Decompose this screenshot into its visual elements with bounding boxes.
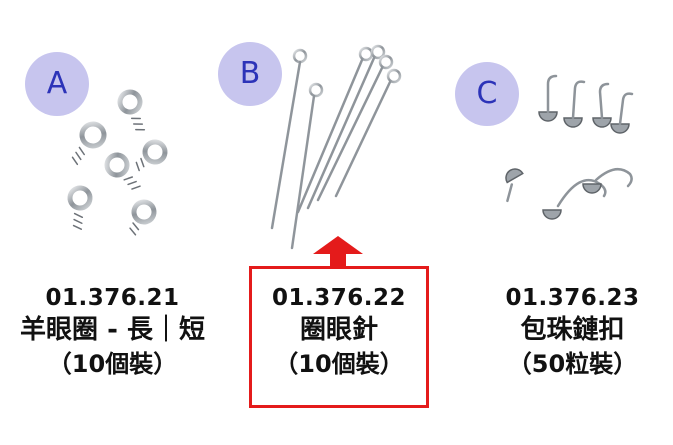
screw-eye (126, 199, 157, 241)
eye-pin (358, 46, 374, 62)
bead-tip (582, 167, 633, 194)
screw-eye (117, 89, 146, 137)
eye-pin (370, 44, 386, 60)
badge-c: C (455, 62, 519, 126)
highlight-frame (249, 266, 429, 408)
screw-eye (68, 121, 107, 169)
eye-pin (378, 54, 394, 70)
screw-eye (129, 139, 168, 174)
badge-b: B (218, 42, 282, 106)
badge-a: A (25, 52, 89, 116)
screw-eye (104, 152, 141, 193)
product-quantity: （10個裝） (274, 350, 404, 378)
product-name: 圈眼針 (299, 315, 378, 345)
product-name: 包珠鏈扣 (520, 315, 625, 345)
bead-tip (505, 168, 524, 203)
product-code: 01.376.21 (45, 285, 180, 311)
product-code: 01.376.23 (505, 285, 640, 311)
product-b-label: 01.376.22 圈眼針 （10個裝） (252, 283, 426, 381)
bead-tip (592, 82, 612, 128)
product-name: 羊眼圈 - 長｜短 (20, 315, 205, 345)
screw-eye-group (67, 89, 168, 241)
bead-tip (538, 74, 558, 122)
eye-pin (308, 82, 324, 98)
product-quantity: （10個裝） (47, 350, 178, 378)
product-quantity: （50粒裝） (507, 350, 638, 378)
product-code: 01.376.22 (272, 285, 406, 311)
eye-pin (292, 48, 308, 64)
product-c-label: 01.376.23 包珠鏈扣 （50粒裝） (475, 283, 670, 381)
arrow-up-icon (313, 236, 363, 266)
screw-eye (67, 185, 93, 237)
bead-tip (610, 92, 634, 134)
bead-tip (563, 80, 586, 128)
eye-pin-group (270, 44, 402, 250)
product-a-label: 01.376.21 羊眼圈 - 長｜短 （10個裝） (5, 283, 220, 381)
bead-tip-group (505, 74, 634, 220)
eye-pin (386, 68, 402, 84)
